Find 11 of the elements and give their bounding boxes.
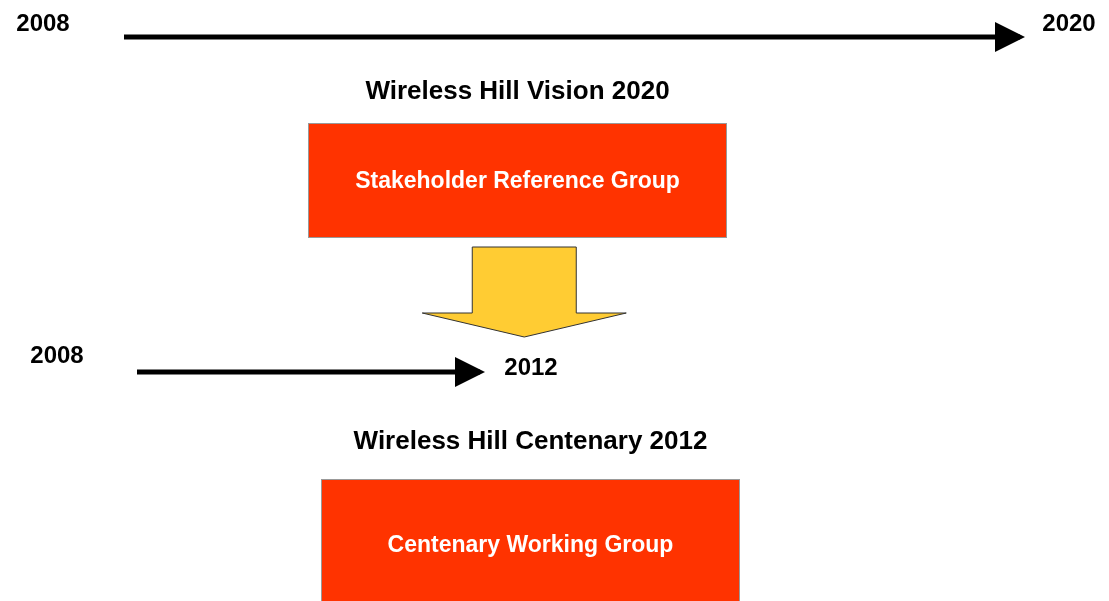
group-heading: Wireless Hill Vision 2020 xyxy=(365,74,670,107)
year-label: 2008 xyxy=(8,8,78,38)
timeline-arrow xyxy=(137,357,485,387)
group-box: Stakeholder Reference Group xyxy=(308,123,727,238)
timeline-arrow xyxy=(124,22,1025,52)
block-arrow xyxy=(421,246,627,338)
group-box: Centenary Working Group xyxy=(321,479,740,601)
year-label: 2020 xyxy=(1034,8,1104,38)
year-label: 2008 xyxy=(22,340,92,370)
year-label: 2012 xyxy=(494,352,568,382)
group-heading: Wireless Hill Centenary 2012 xyxy=(353,424,708,457)
